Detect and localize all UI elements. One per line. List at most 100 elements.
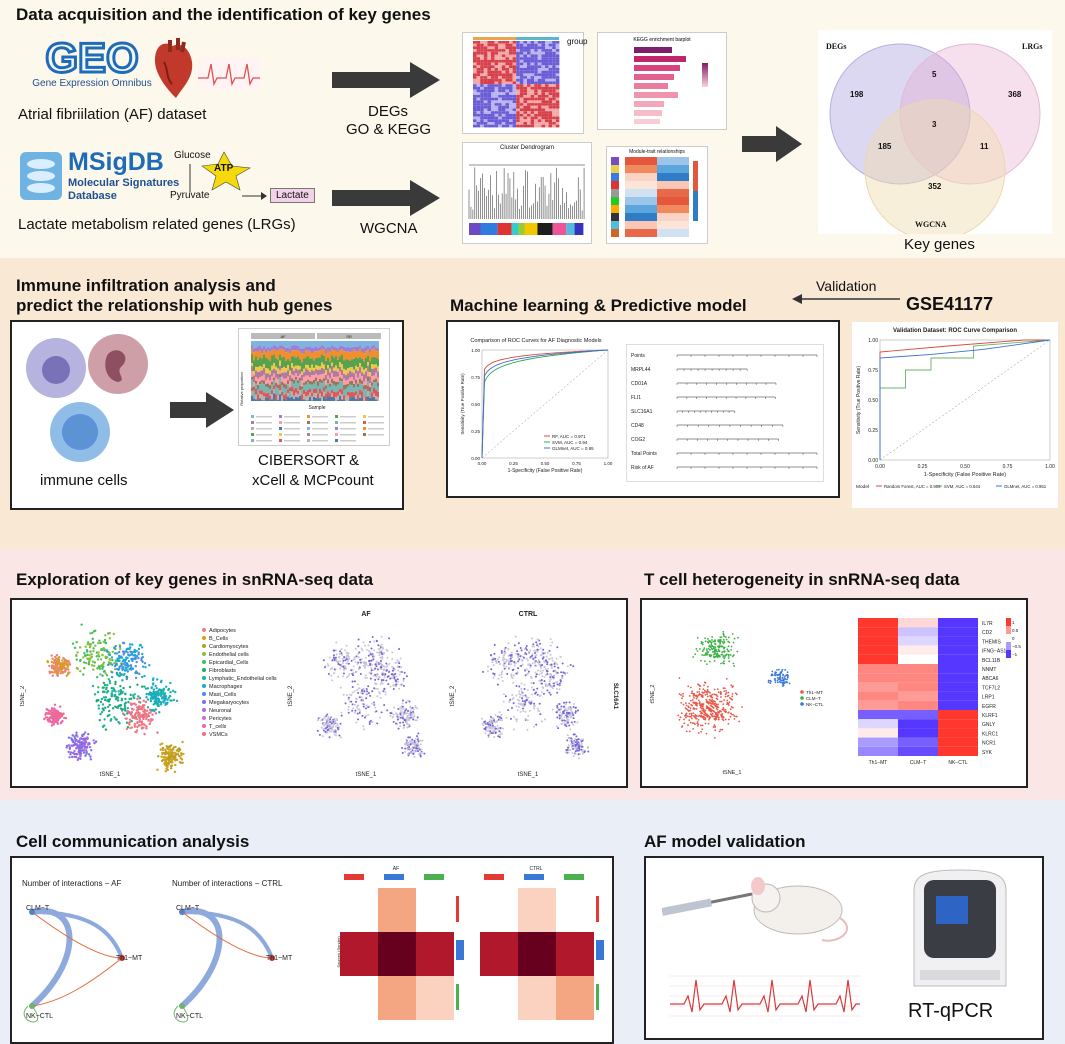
tsne-point bbox=[108, 703, 111, 707]
bar-segment bbox=[331, 396, 333, 401]
bar-segment bbox=[285, 388, 287, 394]
tsne-point bbox=[78, 748, 81, 751]
nomogram-row-label: COG2 bbox=[631, 437, 645, 443]
feature-point bbox=[338, 656, 341, 659]
feature-point bbox=[494, 727, 497, 730]
tsne-point bbox=[136, 697, 139, 701]
bar-segment bbox=[353, 383, 355, 388]
feature-point bbox=[368, 659, 371, 662]
legend-text-placeholder bbox=[340, 416, 356, 418]
feature-point bbox=[393, 676, 396, 679]
tsne-point bbox=[106, 705, 110, 709]
tsne-point bbox=[95, 651, 99, 654]
feature-point bbox=[415, 750, 418, 753]
heatmap-cell bbox=[476, 89, 481, 93]
bar-segment bbox=[341, 394, 343, 400]
heatmap-cell bbox=[537, 43, 542, 47]
tsne-point bbox=[79, 669, 82, 673]
heatmap-cell bbox=[512, 100, 517, 104]
bar-segment bbox=[319, 382, 321, 389]
bar-segment bbox=[333, 357, 335, 368]
heatmap-cell bbox=[509, 78, 513, 82]
tsne-point bbox=[115, 663, 118, 666]
feature-point bbox=[354, 660, 357, 663]
feature-point bbox=[394, 661, 397, 664]
bar-segment bbox=[263, 364, 265, 368]
heatmap-cell bbox=[527, 73, 531, 77]
bar-segment bbox=[279, 348, 281, 355]
tsne-point bbox=[177, 747, 181, 750]
feature-point bbox=[401, 751, 404, 754]
heatmap-cell bbox=[498, 57, 502, 60]
tsne-point bbox=[131, 643, 134, 646]
heatmap-cell bbox=[548, 97, 553, 101]
feature-point bbox=[574, 753, 577, 756]
feature-point bbox=[496, 715, 499, 718]
heatmap-cell bbox=[516, 103, 520, 106]
heatmap-cell bbox=[523, 73, 527, 77]
heatmap-cell bbox=[487, 43, 491, 47]
bar-segment bbox=[291, 374, 293, 379]
feature-point bbox=[380, 635, 383, 638]
tcell-point bbox=[727, 694, 730, 697]
heatmap-cell bbox=[552, 73, 556, 77]
legend-dot bbox=[202, 676, 206, 680]
tsne-point bbox=[86, 653, 89, 657]
feature-point bbox=[491, 719, 494, 722]
bar-segment bbox=[361, 372, 363, 377]
heatmap-cell bbox=[512, 43, 517, 47]
bar-segment bbox=[349, 392, 351, 399]
tsne-point bbox=[122, 673, 125, 677]
feature-point bbox=[364, 665, 367, 668]
tcell-point bbox=[723, 699, 726, 702]
feature-point bbox=[367, 644, 370, 647]
bar-segment bbox=[265, 368, 267, 374]
bar-segment bbox=[261, 382, 263, 391]
tcell-point bbox=[725, 689, 728, 692]
feature-point bbox=[534, 675, 537, 678]
heatmap-cell bbox=[501, 89, 506, 93]
tsne-point bbox=[129, 653, 133, 656]
feature-point bbox=[517, 653, 520, 656]
heatmap-cell bbox=[552, 49, 556, 52]
tsne-point bbox=[84, 645, 87, 648]
feature-point bbox=[516, 650, 519, 653]
bar-segment bbox=[303, 382, 305, 386]
val-roc-x-tick: 0.00 bbox=[875, 464, 885, 470]
heatmap-cell bbox=[552, 51, 556, 55]
heatmap-cell bbox=[512, 68, 517, 71]
tsne-point bbox=[55, 661, 58, 665]
feature-point bbox=[587, 750, 590, 753]
feature-point bbox=[524, 717, 527, 720]
bar-segment bbox=[261, 380, 263, 383]
heatmap-cell bbox=[552, 81, 556, 85]
tsne-point bbox=[84, 754, 87, 757]
heatmap-cell bbox=[541, 122, 545, 125]
bar-segment bbox=[311, 381, 313, 385]
feature-point bbox=[354, 647, 357, 650]
feature-point bbox=[534, 661, 537, 664]
feature-point bbox=[509, 657, 512, 660]
feature-point bbox=[520, 690, 523, 693]
feature-point bbox=[407, 741, 410, 744]
tsne-point bbox=[165, 756, 168, 759]
feature-point bbox=[487, 735, 490, 738]
group-label-sr: SR bbox=[346, 334, 352, 339]
feature-point bbox=[569, 728, 572, 731]
feature-point bbox=[386, 664, 389, 667]
heatmap-cell bbox=[527, 116, 531, 120]
tsne-point bbox=[160, 759, 164, 763]
feature-point bbox=[406, 710, 409, 713]
tsne-point bbox=[137, 707, 140, 710]
tcell-point bbox=[696, 691, 699, 694]
bar-segment bbox=[347, 379, 349, 385]
bar-segment bbox=[271, 341, 273, 347]
feature-point bbox=[342, 659, 345, 662]
heatmap-cell bbox=[487, 70, 491, 74]
heatmap-cell bbox=[523, 113, 527, 117]
tsne-point bbox=[86, 657, 89, 660]
tsne-point bbox=[89, 632, 92, 635]
heatmap-cell bbox=[534, 41, 538, 44]
